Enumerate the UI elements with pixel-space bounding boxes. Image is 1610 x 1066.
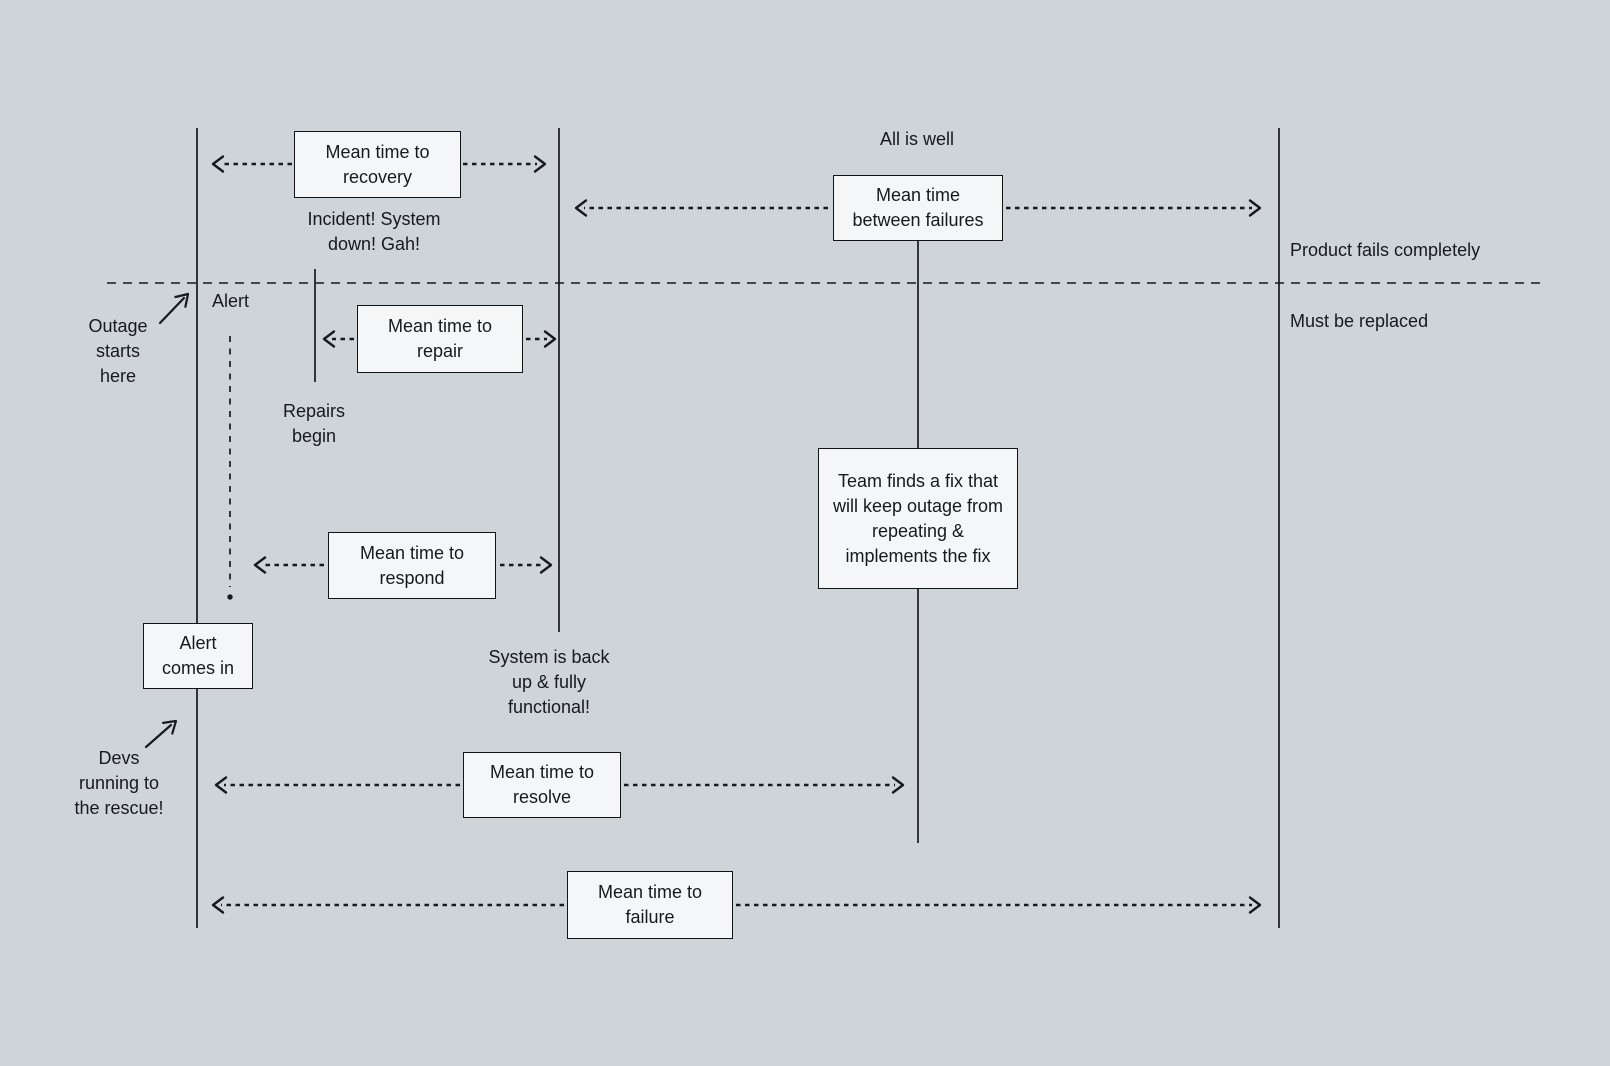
- mean-time-between-failures-arrow-left: [574, 199, 828, 217]
- mean-time-to-repair-box: Mean time to repair: [357, 305, 523, 373]
- mean-time-between-failures-arrow-right: [1006, 199, 1262, 217]
- outage-starts-here-label: Outage starts here: [88, 316, 148, 386]
- alert-line-end-dot: [227, 594, 233, 600]
- mean-time-to-failure-box: Mean time to failure: [567, 871, 733, 939]
- mean-time-to-recovery-arrow-left: [211, 155, 292, 173]
- alert-comes-in-box: Alert comes in: [143, 623, 253, 689]
- outage-pointer-arrow: [158, 292, 190, 325]
- mean-time-to-resolve-arrow-right: [624, 776, 905, 794]
- mean-time-to-resolve-arrow-left: [214, 776, 460, 794]
- all-is-well-label: All is well: [879, 129, 954, 149]
- must-be-replaced-label: Must be replaced: [1290, 311, 1429, 331]
- team-finds-fix-box: Team finds a fix that will keep outage f…: [818, 448, 1018, 589]
- mean-time-to-failure-arrow-left: [211, 896, 564, 914]
- mean-time-to-repair-arrow-left: [322, 330, 354, 348]
- incident-label: Incident! System down! Gah!: [307, 209, 441, 254]
- alert-label: Alert: [212, 291, 250, 311]
- devs-pointer-arrow: [144, 719, 178, 749]
- product-fails-label: Product fails completely: [1290, 240, 1481, 260]
- repairs-begin-label: Repairs begin: [282, 401, 346, 446]
- mean-time-to-recovery-box: Mean time to recovery: [294, 131, 461, 198]
- mean-time-to-repair-arrow-right: [526, 330, 557, 348]
- devs-rescue-label: Devs running to the rescue!: [74, 748, 164, 818]
- mean-time-to-respond-box: Mean time to respond: [328, 532, 496, 599]
- mean-time-to-resolve-box: Mean time to resolve: [463, 752, 621, 818]
- mean-time-between-failures-box: Mean time between failures: [833, 175, 1003, 241]
- mean-time-to-recovery-arrow-right: [463, 155, 547, 173]
- mean-time-to-respond-arrow-right: [500, 556, 553, 574]
- mean-time-to-failure-arrow-right: [736, 896, 1262, 914]
- system-back-up-label: System is back up & fully functional!: [488, 647, 610, 717]
- mean-time-to-respond-arrow-left: [253, 556, 324, 574]
